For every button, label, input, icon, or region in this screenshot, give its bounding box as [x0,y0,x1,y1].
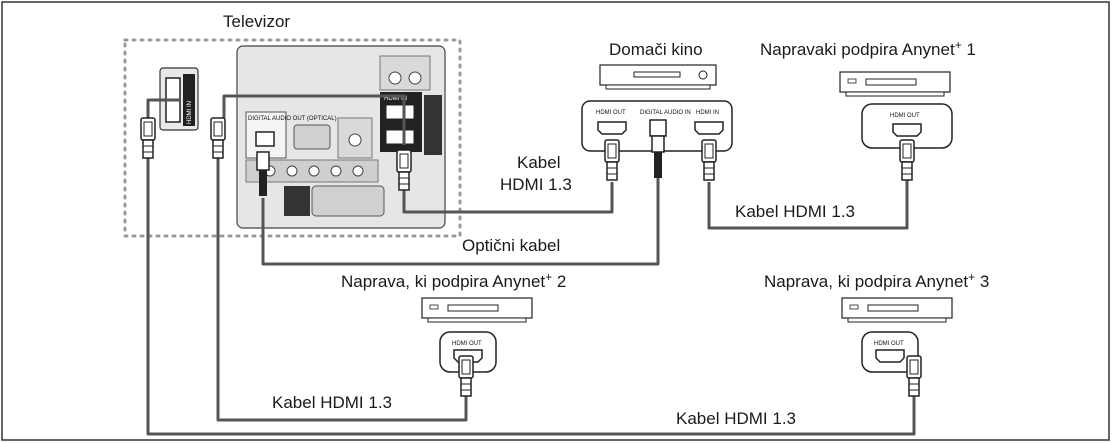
hdmi-plug-device2 [458,355,474,397]
device1-group: Napravaki podpira Anynet+ 1 HDMI OUT [760,38,976,149]
device1-port-label: HDMI OUT [890,113,920,119]
cable-tv-loop-hdmi [222,94,406,145]
tv-dotted-outline [123,38,462,238]
tv-group: Televizor HDMI IN HDMI IN DIGITAL AUDIO … [123,12,462,238]
hdmi-plug-ht-in [701,139,717,181]
hdmi-plug-tv-main [396,149,412,191]
cable-label-device2: Kabel HDMI 1.3 [272,393,392,412]
hdmi-plug-device3 [906,355,922,397]
ht-port-hdmi-in: HDMI IN [696,110,719,116]
cable-device3 [146,155,916,436]
optical-plug-ht [651,135,665,178]
tv-title: Televizor [223,12,290,31]
tv-hdmi-numbers [424,95,442,155]
hdmi-plug-device1 [899,139,915,181]
tv-side-hdmi-label-bg [183,74,195,126]
tv-optical-label: DIGITAL AUDIO OUT (OPTICAL) [248,116,337,122]
cable-home-theater-device1 [707,180,909,230]
tv-hdmi-in-label: HDMI IN [384,96,407,102]
home-theater-title: Domači kino [609,40,703,59]
cable-optical [261,178,660,266]
cable-tv-loop-side [146,98,180,118]
hdmi-plug-tv-device3 [140,117,156,159]
device1-title: Napravaki podpira Anynet+ 1 [760,38,976,59]
ht-port-digital-audio-in: DIGITAL AUDIO IN [640,110,691,116]
cable-label-device3: Kabel HDMI 1.3 [676,409,796,428]
hdmi-plug-tv-device2 [210,117,226,159]
cable-label-ht-device1: Kabel HDMI 1.3 [735,202,855,221]
cable-label-tv-ht-line2: HDMI 1.3 [500,175,572,194]
device2-group: Naprava, ki podpira Anynet+ 2 HDMI OUT [341,270,566,373]
device3-port-label: HDMI OUT [874,341,904,347]
device3-title: Naprava, ki podpira Anynet+ 3 [764,270,989,291]
tv-audio-block [379,55,431,91]
cable-device2 [216,155,468,422]
cable-label-tv-ht-line1: Kabel [517,153,560,172]
cable-label-optical: Optični kabel [462,236,560,255]
cable-tv-home-theater [402,182,614,214]
optical-plug-tv [256,151,270,196]
tv-audio-in-block [337,117,373,159]
tv-side-hdmi-label: HDMI IN [187,101,193,124]
device2-port-label: HDMI OUT [452,341,482,347]
home-theater-group: Domači kino HDMI OUT DIGITAL AUDIO IN HD… [581,40,733,152]
tv-ext-label-block [284,186,310,216]
cables [146,94,916,436]
tv-pc-port [293,124,331,150]
device2-title: Naprava, ki podpira Anynet+ 2 [341,270,566,291]
tv-scart-port [311,185,385,217]
ht-port-hdmi-out: HDMI OUT [596,110,626,116]
device3-group: Naprava, ki podpira Anynet+ 3 HDMI OUT [764,270,989,373]
hdmi-plug-ht-out [604,139,620,181]
